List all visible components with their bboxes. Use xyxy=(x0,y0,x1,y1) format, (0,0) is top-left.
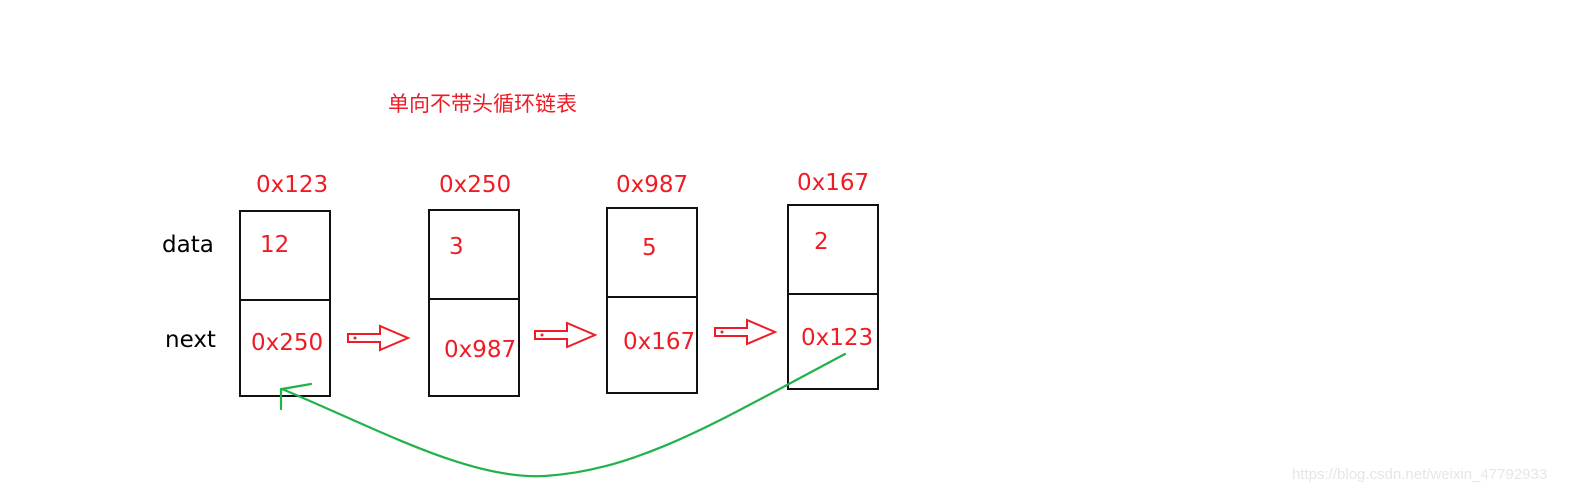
arrow-dot xyxy=(540,333,544,337)
loop-return-arrow-icon xyxy=(279,352,847,478)
arrow-dot xyxy=(720,330,724,334)
watermark: https://blog.csdn.net/weixin_47792933 xyxy=(1292,466,1548,483)
node-address: 0x250 xyxy=(439,172,512,198)
node-data-cell: 5 xyxy=(606,207,698,299)
node-address: 0x123 xyxy=(256,172,329,198)
arrow-right-icon xyxy=(347,324,411,352)
node-address: 0x987 xyxy=(616,172,689,198)
node-next-cell: 0x987 xyxy=(428,298,520,397)
node-next-cell: 0x250 xyxy=(239,299,331,397)
node-data-value: 3 xyxy=(449,234,464,260)
node-address: 0x167 xyxy=(797,170,870,196)
node-data-value: 5 xyxy=(642,235,657,261)
node-data-cell: 12 xyxy=(239,210,331,302)
arrow-dot xyxy=(353,336,357,340)
arrow-right-icon xyxy=(534,321,598,349)
node-next-value: 0x123 xyxy=(801,325,874,351)
arrow-right-icon xyxy=(714,318,778,346)
node-next-value: 0x167 xyxy=(623,329,696,355)
node-next-value: 0x987 xyxy=(444,337,517,363)
diagram-title: 单向不带头循环链表 xyxy=(388,92,577,116)
node-data-value: 2 xyxy=(814,229,829,255)
node-next-cell: 0x123 xyxy=(787,293,879,390)
node-data-value: 12 xyxy=(260,232,290,258)
row-label-next: next xyxy=(165,327,216,353)
node-next-cell: 0x167 xyxy=(606,296,698,394)
row-label-data: data xyxy=(162,232,214,258)
node-next-value: 0x250 xyxy=(251,330,324,356)
node-data-cell: 2 xyxy=(787,204,879,296)
